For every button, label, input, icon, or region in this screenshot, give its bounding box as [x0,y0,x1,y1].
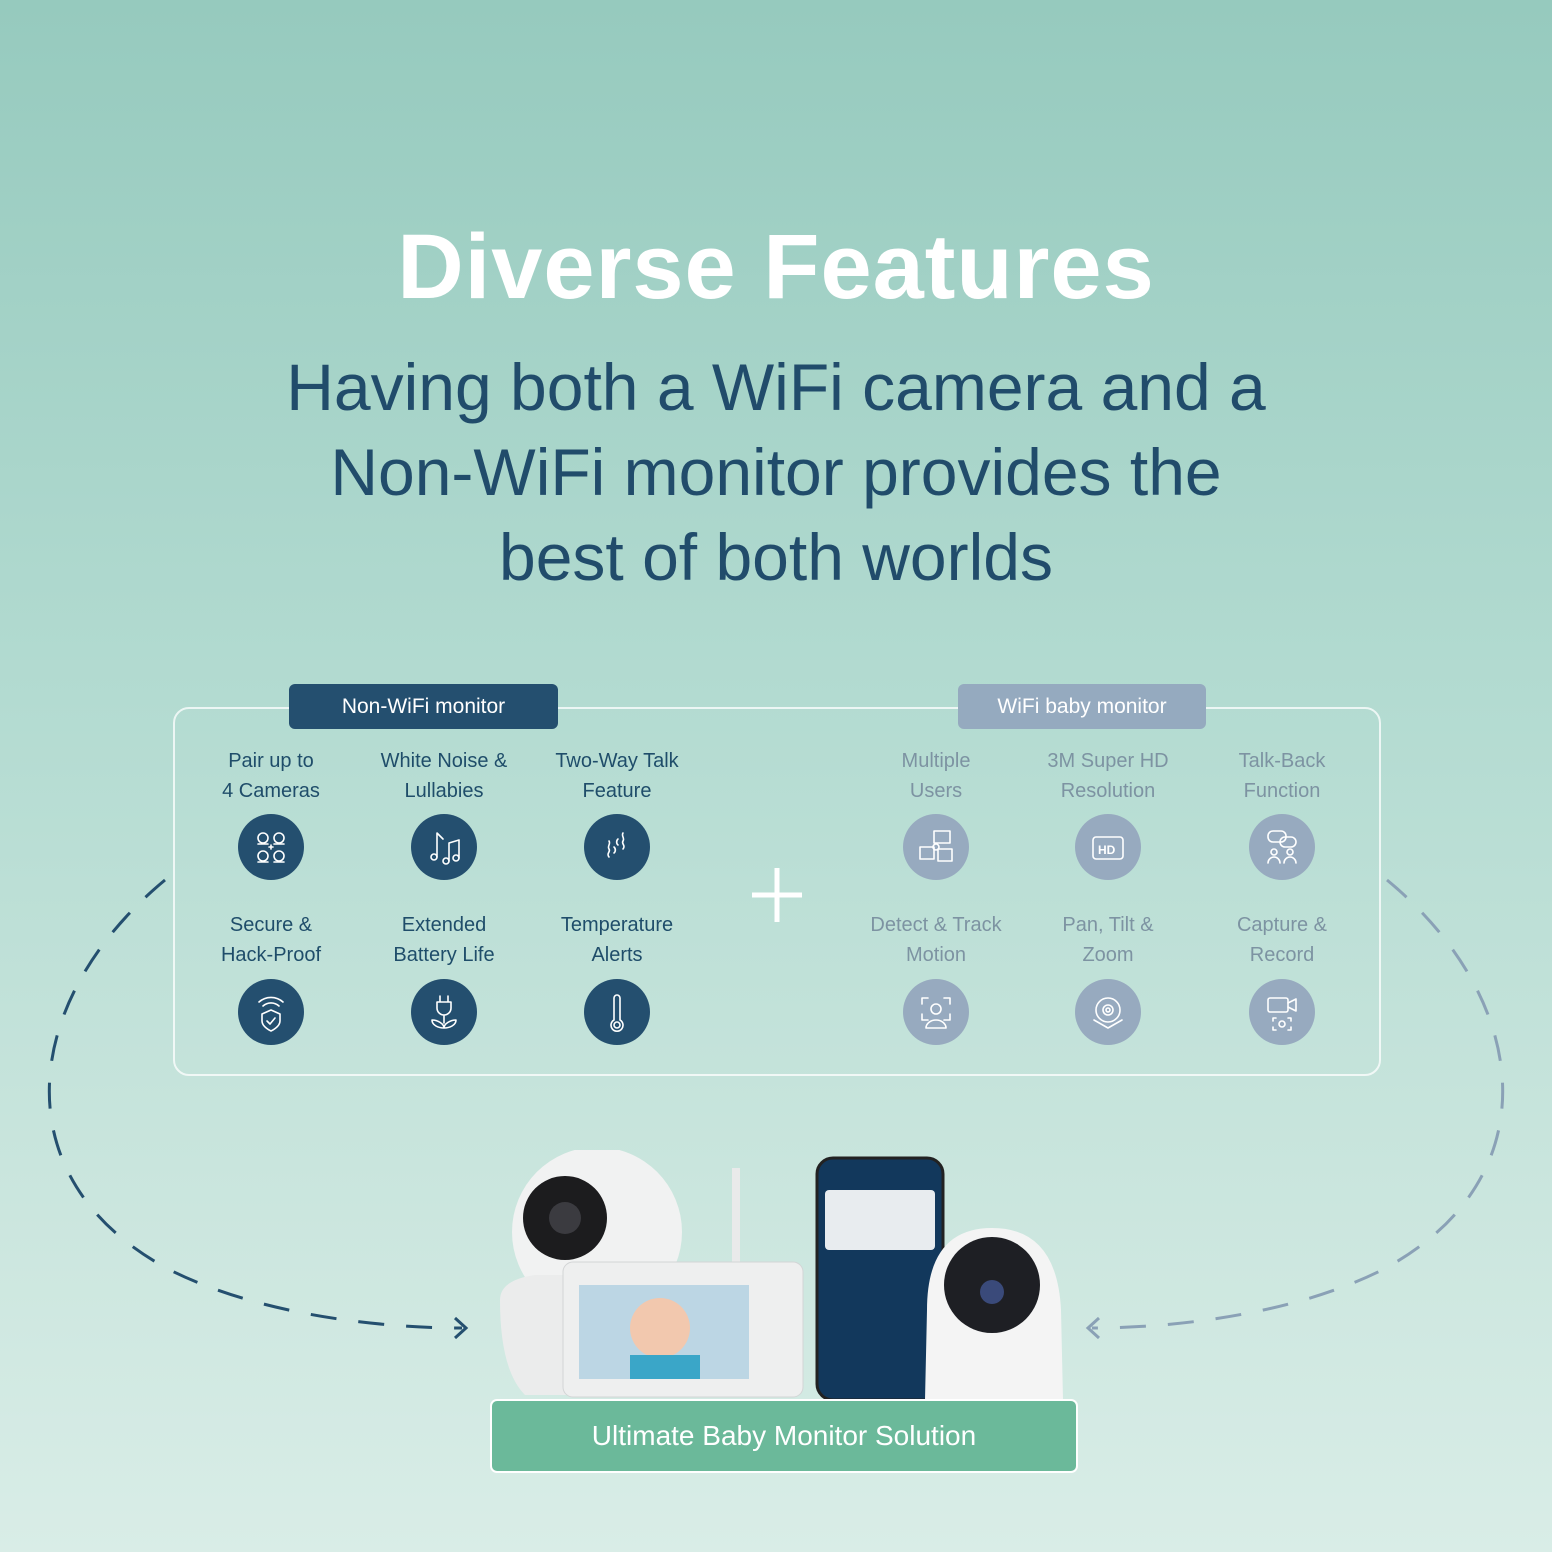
feature-label: Pan, Tilt & Zoom [1023,910,1193,970]
subtitle: Having both a WiFi camera and a Non-WiFi… [0,345,1552,600]
eco-plug-icon [411,979,477,1045]
page-title: Diverse Features [397,216,1155,318]
talk-back-icon [1249,814,1315,880]
shield-wifi-icon [238,979,304,1045]
plus-icon [752,868,802,922]
feature-label-line: Alerts [591,944,643,966]
multiple-users-icon [903,814,969,880]
feature-label-line: Temperature [560,914,674,936]
feature-label: White Noise & Lullabies [359,746,529,806]
features-panel [173,707,1381,1076]
thermometer-icon [584,979,650,1045]
feature-label-line: Detect & Track [870,914,1002,936]
svg-text:HD: HD [1098,843,1116,857]
talk-icon [584,814,650,880]
feature-label-line: Capture & [1236,914,1328,936]
feature-label-line: Hack-Proof [220,944,322,966]
record-icon [1249,979,1315,1045]
pan-tilt-icon [1075,979,1141,1045]
feature-label-line: Extended [401,914,487,936]
feature-label-line: Multiple [901,750,971,772]
feature-label-line: Two-Way Talk [555,750,679,772]
ultimate-solution-button[interactable]: Ultimate Baby Monitor Solution [490,1399,1078,1473]
four-cameras-icon [238,814,304,880]
wifi-label: WiFi baby monitor [958,684,1206,729]
feature-label-line: Lullabies [404,780,484,802]
feature-label: Pair up to 4 Cameras [186,746,356,806]
feature-label: Secure & Hack-Proof [186,910,356,970]
hd-icon: HD [1075,814,1141,880]
feature-label-line: 3M Super HD [1047,750,1169,772]
feature-label: Capture & Record [1197,910,1367,970]
feature-label-line: 4 Cameras [222,780,320,802]
subtitle-line: Having both a WiFi camera and a [286,350,1266,424]
feature-label-line: Pair up to [228,750,314,772]
feature-label-line: Record [1249,944,1315,966]
feature-label-line: Battery Life [393,944,495,966]
feature-label-line: Feature [582,780,652,802]
feature-label-line: Users [909,780,963,802]
subtitle-line: best of both worlds [499,520,1053,594]
subtitle-line: Non-WiFi monitor provides the [330,435,1222,509]
feature-label-line: Resolution [1060,780,1156,802]
feature-label-line: Function [1243,780,1321,802]
feature-label-line: Pan, Tilt & [1062,914,1154,936]
feature-label-line: Talk-Back [1238,750,1326,772]
devices-image [500,1150,1063,1400]
non-wifi-label: Non-WiFi monitor [289,684,558,729]
motion-detect-icon [903,979,969,1045]
music-notes-icon [411,814,477,880]
feature-label-line: Motion [905,944,967,966]
feature-label-line: Secure & [229,914,313,936]
feature-label: 3M Super HD Resolution [1023,746,1193,806]
feature-label-line: White Noise & [380,750,508,772]
feature-label-line: Zoom [1082,944,1134,966]
